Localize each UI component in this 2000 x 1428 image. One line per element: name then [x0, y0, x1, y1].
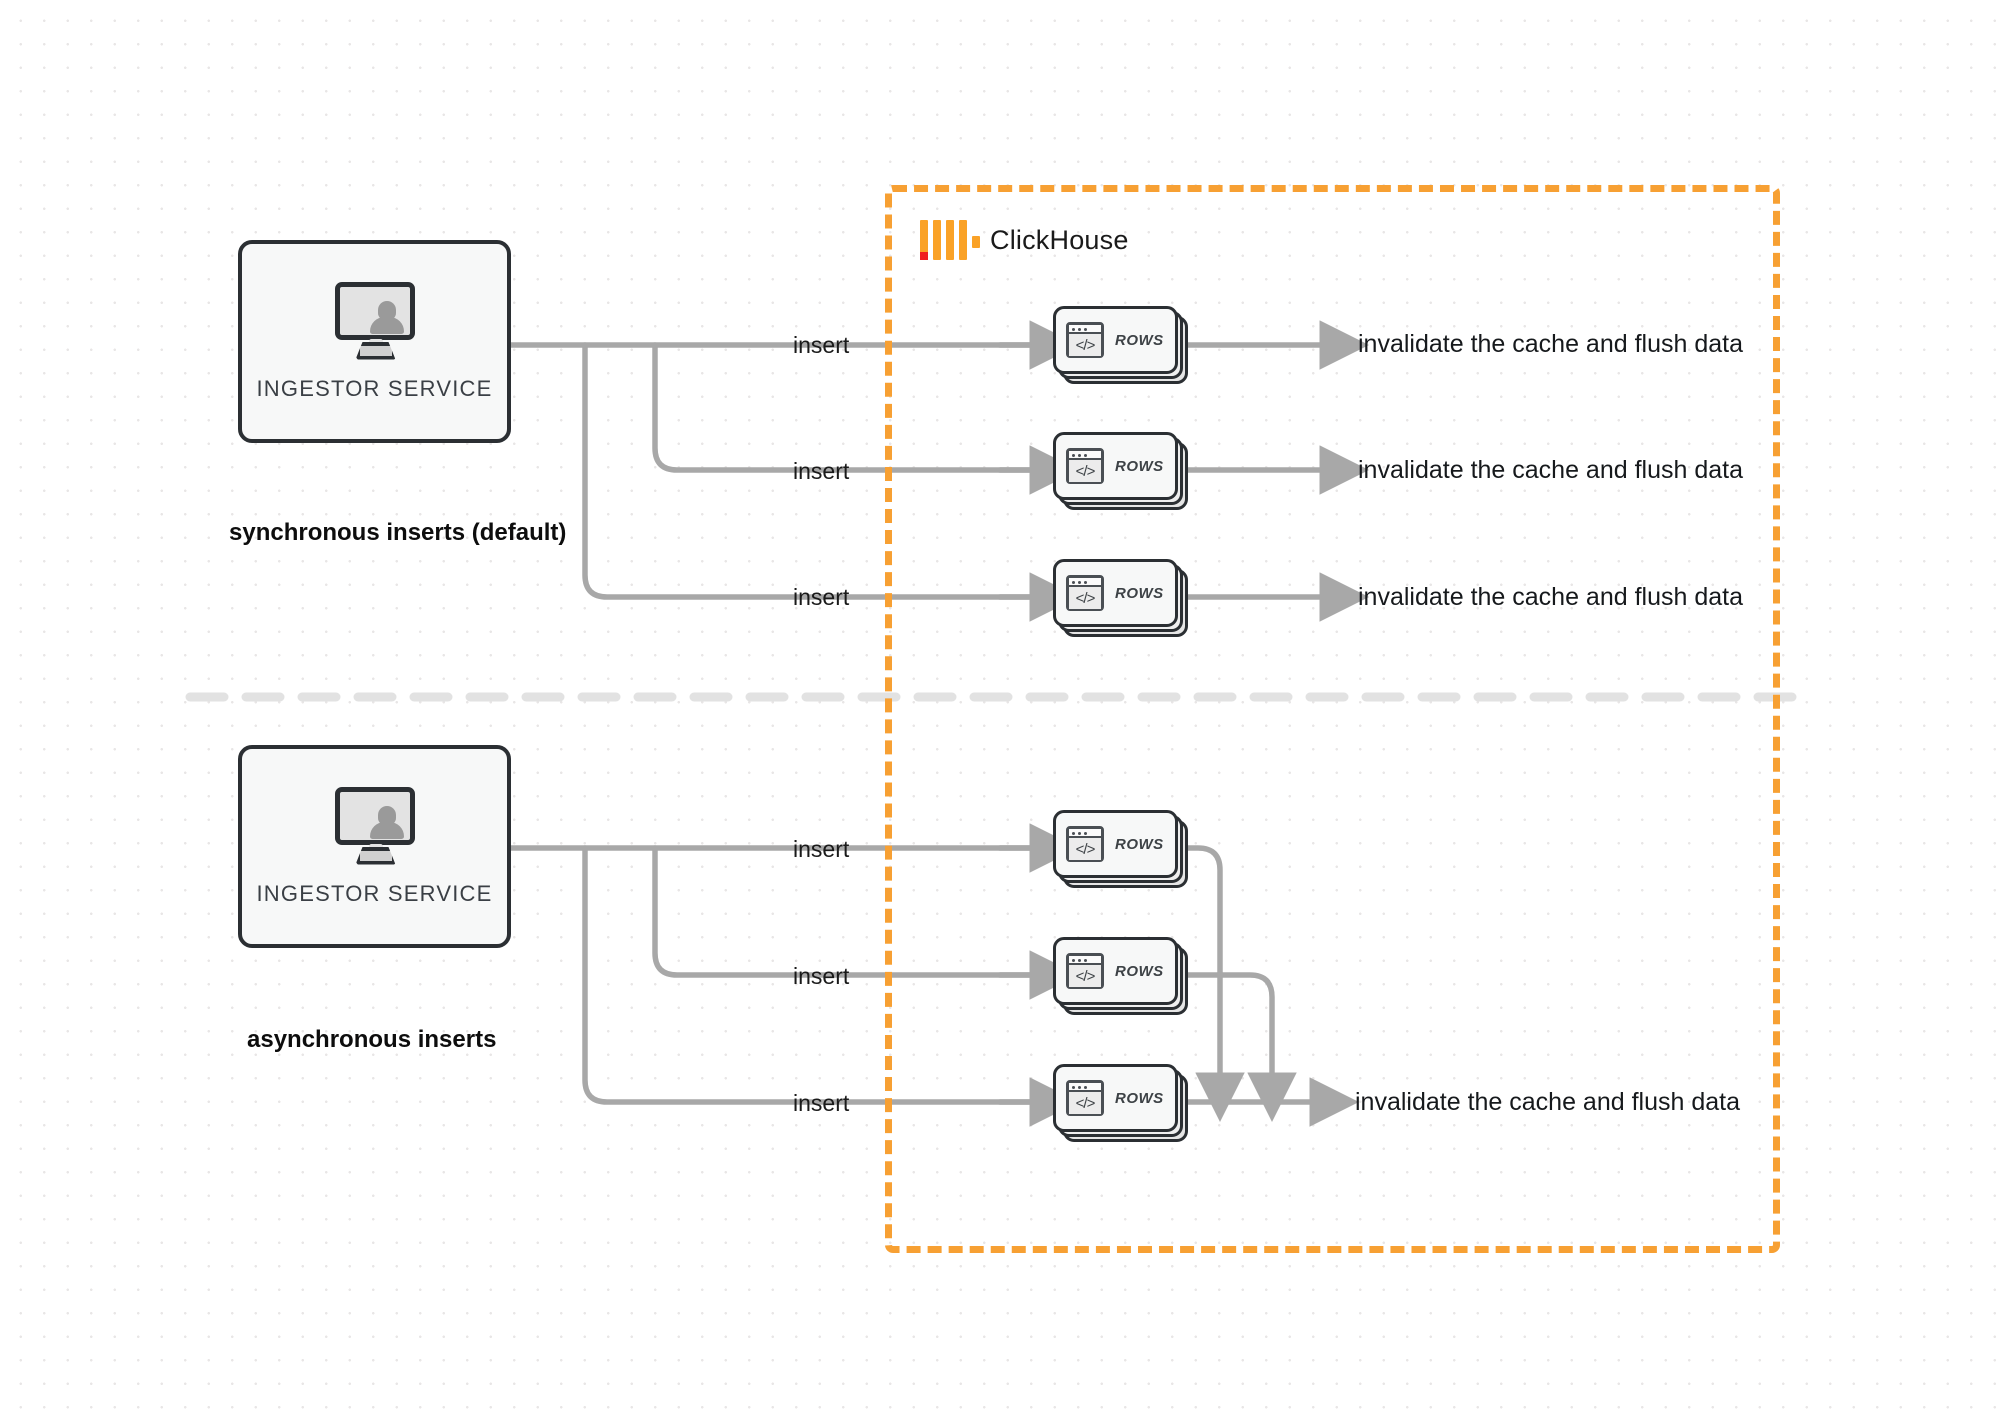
code-glyph: </> — [1069, 838, 1101, 860]
async-edge-row3 — [582, 845, 1043, 1105]
user-body — [369, 821, 404, 839]
code-window-titlebar — [1069, 578, 1101, 587]
window-dot-2 — [1078, 1086, 1081, 1089]
ingestor-service-label-async: INGESTOR SERVICE — [256, 880, 493, 906]
sync-output-label-2: invalidate the cache and flush data — [1358, 456, 1743, 484]
rows-label: ROWS — [1115, 835, 1164, 853]
code-window-icon: </> — [1066, 322, 1104, 358]
logo-red-square — [920, 252, 928, 260]
async-insert-label-2: insert — [793, 963, 850, 989]
window-dot-2 — [1078, 328, 1081, 331]
window-dot-1 — [1072, 959, 1075, 962]
code-glyph: </> — [1069, 334, 1101, 356]
rows-box-sync-2[interactable]: </> ROWS — [1053, 432, 1188, 510]
code-glyph: </> — [1069, 460, 1101, 482]
sync-edge-row3 — [582, 342, 1043, 600]
rows-card: </> ROWS — [1053, 810, 1178, 878]
rows-label: ROWS — [1115, 962, 1164, 980]
rows-card: </> ROWS — [1053, 559, 1178, 627]
monitor-stand — [355, 341, 396, 360]
sync-insert-label-3: insert — [793, 584, 850, 610]
window-dot-3 — [1084, 832, 1087, 835]
window-dot-3 — [1084, 328, 1087, 331]
window-dot-2 — [1078, 454, 1081, 457]
async-section-caption: asynchronous inserts — [247, 1026, 497, 1053]
logo-bar-1 — [920, 220, 928, 260]
clickhouse-label: ClickHouse — [990, 224, 1129, 255]
code-window-titlebar — [1069, 451, 1101, 460]
ingestor-service-label-sync: INGESTOR SERVICE — [256, 375, 493, 401]
logo-dash — [972, 236, 980, 248]
rows-box-async-2[interactable]: </> ROWS — [1053, 937, 1188, 1015]
sync-insert-label-2: insert — [793, 458, 850, 484]
code-window-titlebar — [1069, 1083, 1101, 1092]
async-merge-row1 — [1182, 845, 1245, 1122]
code-window-icon: </> — [1066, 448, 1104, 484]
window-dot-1 — [1072, 832, 1075, 835]
monitor-user-icon — [329, 281, 421, 360]
rows-box-sync-3[interactable]: </> ROWS — [1053, 559, 1188, 637]
rows-label: ROWS — [1115, 1089, 1164, 1107]
code-glyph: </> — [1069, 587, 1101, 609]
rows-card: </> ROWS — [1053, 937, 1178, 1005]
code-window-titlebar — [1069, 829, 1101, 838]
rows-box-sync-1[interactable]: </> ROWS — [1053, 306, 1188, 384]
window-dot-1 — [1072, 581, 1075, 584]
async-insert-label-1: insert — [793, 836, 850, 862]
window-dot-3 — [1084, 581, 1087, 584]
code-window-icon: </> — [1066, 953, 1104, 989]
code-window-icon: </> — [1066, 1080, 1104, 1116]
monitor-stand — [355, 846, 396, 865]
monitor-screen — [334, 786, 415, 845]
async-output-label: invalidate the cache and flush data — [1355, 1088, 1740, 1116]
async-insert-label-3: insert — [793, 1090, 850, 1116]
user-head — [377, 805, 396, 825]
clickhouse-region — [885, 185, 1780, 1253]
window-dot-2 — [1078, 832, 1081, 835]
rows-box-async-3[interactable]: </> ROWS — [1053, 1064, 1188, 1142]
code-window-icon: </> — [1066, 826, 1104, 862]
code-glyph: </> — [1069, 965, 1101, 987]
monitor-notch — [368, 843, 383, 849]
ingestor-service-sync[interactable]: INGESTOR SERVICE — [238, 240, 511, 443]
logo-bar-3 — [946, 220, 954, 260]
code-window-titlebar — [1069, 325, 1101, 334]
logo-bar-2 — [933, 220, 941, 260]
sync-section-caption: synchronous inserts (default) — [229, 519, 567, 546]
monitor-user-icon — [329, 786, 421, 865]
window-dot-1 — [1072, 1086, 1075, 1089]
ingestor-service-async[interactable]: INGESTOR SERVICE — [238, 745, 511, 948]
rows-card: </> ROWS — [1053, 306, 1178, 374]
sync-output-label-1: invalidate the cache and flush data — [1358, 330, 1743, 358]
async-edge-row2 — [652, 845, 1043, 978]
rows-label: ROWS — [1115, 584, 1164, 602]
clickhouse-logo-icon — [920, 220, 980, 260]
window-dot-1 — [1072, 328, 1075, 331]
code-glyph: </> — [1069, 1092, 1101, 1114]
sync-insert-label-1: insert — [793, 332, 850, 358]
rows-card: </> ROWS — [1053, 432, 1178, 500]
user-body — [369, 316, 404, 334]
window-dot-2 — [1078, 581, 1081, 584]
user-head — [377, 300, 396, 320]
clickhouse-brand: ClickHouse — [920, 220, 1129, 260]
rows-label: ROWS — [1115, 331, 1164, 349]
code-window-icon: </> — [1066, 575, 1104, 611]
async-merge-row2 — [1182, 972, 1297, 1122]
monitor-notch — [368, 338, 383, 344]
logo-bar-4 — [959, 220, 967, 260]
monitor-screen — [334, 281, 415, 340]
rows-label: ROWS — [1115, 457, 1164, 475]
code-window-titlebar — [1069, 956, 1101, 965]
rows-card: </> ROWS — [1053, 1064, 1178, 1132]
rows-box-async-1[interactable]: </> ROWS — [1053, 810, 1188, 888]
sync-output-label-3: invalidate the cache and flush data — [1358, 583, 1743, 611]
window-dot-3 — [1084, 1086, 1087, 1089]
window-dot-3 — [1084, 454, 1087, 457]
window-dot-3 — [1084, 959, 1087, 962]
sync-edge-row2 — [652, 342, 1043, 473]
window-dot-2 — [1078, 959, 1081, 962]
window-dot-1 — [1072, 454, 1075, 457]
